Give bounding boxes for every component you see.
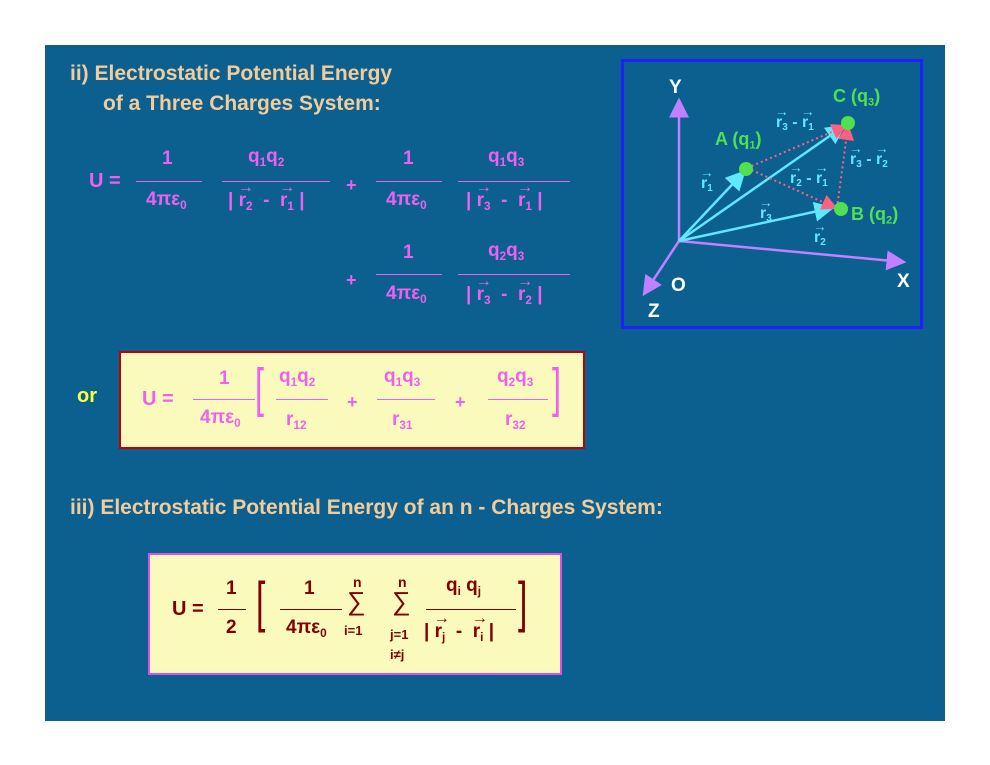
eq1-t2-distance: | r3 - r1 | [466, 178, 543, 212]
eq2-fraction-bar [193, 399, 255, 400]
right-bracket: ] [552, 358, 562, 418]
eq1-t1-charges: q1q2 [248, 146, 285, 169]
point-a [739, 162, 753, 176]
sum2-lower-2: i≠j [390, 647, 405, 662]
eq1-plus-1: + [346, 175, 357, 195]
r2-minus-r1-label: r2 - r1 [789, 160, 829, 189]
vector-r3 [678, 124, 847, 243]
eq1-t2-denominator: 4πε0 [386, 189, 427, 212]
eq2-t2-distance: r31 [392, 409, 413, 432]
eq3-distance: | rj - ri | [424, 609, 494, 643]
section-3-heading: iii) Electrostatic Potential Energy of a… [70, 496, 663, 519]
z-axis [642, 240, 681, 297]
eq3-lhs: U = [172, 598, 204, 620]
eq2-t3-fraction-bar [488, 399, 548, 400]
eq3-half-bar [218, 609, 246, 610]
eq1-t1-fraction-bar-2 [222, 181, 330, 182]
eq2-numerator: 1 [219, 368, 230, 389]
left-bracket: [ [255, 358, 265, 418]
eq3-half-numerator: 1 [226, 578, 237, 599]
sum2-lower-1: j=1 [390, 627, 409, 642]
eq1-t2-fraction-bar-2 [458, 181, 570, 182]
vector-r2 [678, 201, 835, 243]
diagram-svg [642, 97, 907, 297]
sum2-upper: n [398, 574, 407, 590]
point-b [834, 202, 848, 216]
r3-minus-r1-label: r3 - r1 [775, 104, 815, 133]
eq3-coeff-denominator: 4πε0 [286, 617, 327, 640]
eq1-plus-2: + [346, 270, 357, 290]
eq2-t1-distance: r12 [286, 409, 307, 432]
eq1-t3-distance: | r3 - r2 | [466, 272, 543, 306]
sum1-upper: n [353, 574, 362, 590]
eq2-denominator: 4πε0 [200, 407, 241, 430]
eq2-t1-fraction-bar [276, 399, 328, 400]
eq1-t3-fraction-bar [376, 274, 442, 275]
sum2-sigma: ∑ [392, 586, 411, 616]
r3-label: r3 [759, 195, 773, 224]
eq1-t1-fraction-bar [136, 181, 202, 182]
axis-x-label: X [897, 271, 910, 292]
four-pi-epsilon: 4πε [146, 189, 181, 210]
eq2-t1-charges: q1q2 [279, 366, 316, 389]
eq1-t3-fraction-bar-2 [458, 274, 570, 275]
eq1-t3-numerator: 1 [403, 242, 414, 263]
right-bracket: ] [518, 570, 528, 633]
sum1-sigma: ∑ [347, 586, 366, 616]
axis-y-label: Y [669, 77, 682, 98]
eq1-t2-numerator: 1 [403, 148, 414, 169]
vector-r1 [678, 170, 746, 242]
r2-label: r2 [813, 219, 827, 248]
eq1-t3-denominator: 4πε0 [386, 283, 427, 306]
eq1-t1-denominator: 4πε0 [146, 189, 187, 212]
eq3-charges: qi qj [446, 575, 482, 598]
eq3-coeff-numerator: 1 [304, 578, 315, 599]
point-c-label: C (q3) [833, 86, 881, 109]
origin-label: O [671, 275, 686, 296]
eq1-lhs: U = [89, 170, 121, 192]
eq2-t3-distance: r32 [505, 409, 526, 432]
point-c [841, 116, 855, 130]
r3-minus-r2-label: r3 - r2 [849, 141, 889, 170]
section-2-heading-line1: ii) Electrostatic Potential Energy [70, 62, 393, 85]
eq1-t1-numerator: 1 [162, 148, 173, 169]
eq1-t1-distance: | r2 - r1 | [228, 178, 305, 212]
eq2-plus-2: + [455, 392, 466, 412]
left-bracket: [ [256, 570, 266, 633]
vector-r2-minus-r1 [746, 167, 838, 210]
eq2-t3-charges: q2q3 [497, 366, 534, 389]
vector-r3-minus-r2 [836, 124, 855, 209]
r1-label: r1 [700, 165, 714, 194]
section-2-heading-line2: of a Three Charges System: [103, 92, 381, 115]
eq2-t2-charges: q1q3 [384, 366, 421, 389]
or-label: or [77, 385, 97, 407]
eq3-coeff-bar [280, 609, 342, 610]
sum1-lower: i=1 [344, 623, 363, 638]
eq2-t2-fraction-bar [377, 399, 435, 400]
eq2-lhs: U = [142, 388, 174, 410]
summary-equation-box [119, 351, 585, 449]
n-charge-equation-box [148, 553, 562, 675]
eq1-t3-charges: q2q3 [488, 240, 525, 263]
point-a-label: A (q1) [715, 129, 762, 152]
subscript: 0 [180, 198, 187, 212]
eq1-t2-fraction-bar [376, 181, 442, 182]
x-axis [678, 239, 907, 271]
eq1-t2-charges: q1q3 [488, 146, 525, 169]
three-charge-diagram: Y X Z O A (q1) C (q3) B (q2) r1 r3 r2 r3… [621, 59, 923, 329]
point-b-label: B (q2) [851, 204, 899, 227]
axis-z-label: Z [648, 301, 660, 322]
eq3-half-denominator: 2 [226, 617, 237, 638]
eq2-plus-1: + [347, 392, 358, 412]
